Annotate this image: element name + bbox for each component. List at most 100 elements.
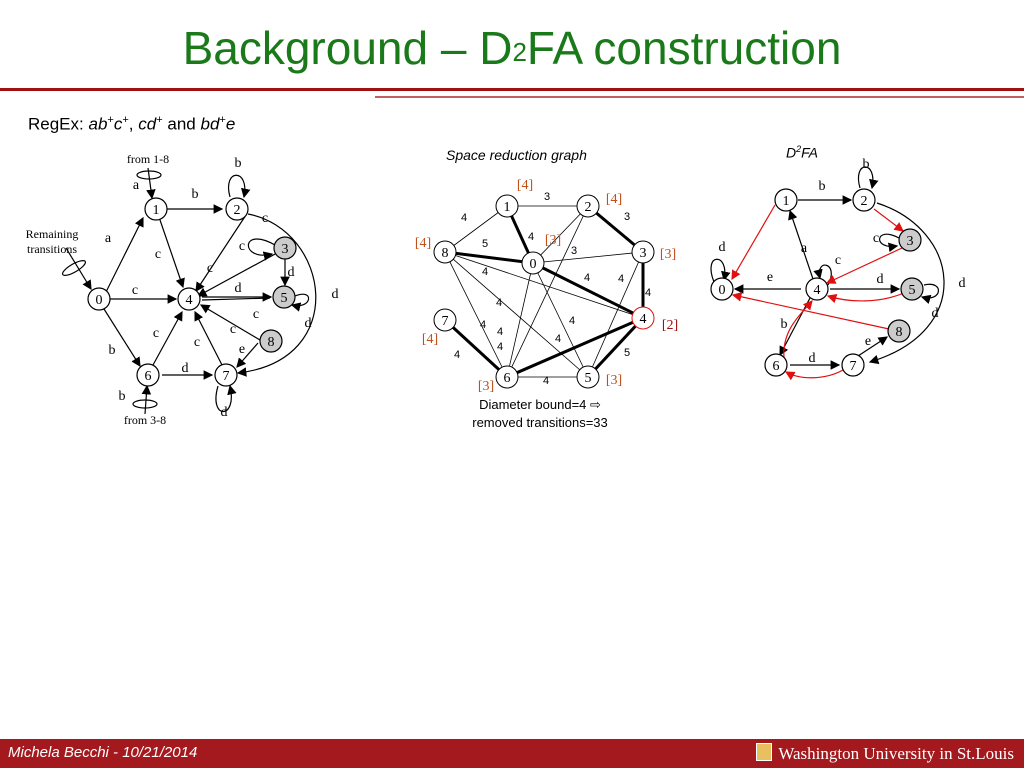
mid-node-label: 8 xyxy=(442,246,449,261)
left-node-label: 5 xyxy=(281,291,288,306)
left-edge xyxy=(194,310,223,366)
mid-node-label: 4 xyxy=(640,312,647,327)
from-3-8-label: from 3-8 xyxy=(124,413,166,427)
svg-text:5: 5 xyxy=(624,347,630,359)
svg-text:c: c xyxy=(835,253,841,268)
svg-text:d: d xyxy=(809,351,816,366)
svg-text:4: 4 xyxy=(584,272,590,284)
left-edge xyxy=(105,216,144,293)
mid-node-5 xyxy=(576,365,600,389)
svg-text:3: 3 xyxy=(624,211,630,223)
svg-text:c: c xyxy=(239,239,245,254)
left-edge xyxy=(146,167,156,200)
svg-text:c: c xyxy=(132,283,138,298)
left-node-0 xyxy=(87,287,111,311)
svg-text:d: d xyxy=(332,287,339,302)
right-node-5 xyxy=(900,277,924,301)
remaining-label-2: transitions xyxy=(27,242,77,256)
svg-text:e: e xyxy=(865,334,871,349)
svg-text:c: c xyxy=(153,326,159,341)
svg-text:4: 4 xyxy=(454,349,460,361)
svg-text:b: b xyxy=(119,389,126,404)
right-node-label: 8 xyxy=(896,325,903,340)
mid-node-2 xyxy=(576,194,600,218)
left-edge xyxy=(103,308,141,368)
svg-text:d: d xyxy=(719,240,726,255)
svg-text:c: c xyxy=(873,231,879,246)
left-node-label: 1 xyxy=(153,203,160,218)
right-node-label: 3 xyxy=(907,234,914,249)
svg-text:4: 4 xyxy=(555,333,561,345)
left-selfloop xyxy=(247,238,276,261)
svg-text:c: c xyxy=(155,247,161,262)
university-shield-icon xyxy=(756,743,773,761)
footer-author: Michela Becchi - 10/21/2014 xyxy=(8,744,198,761)
left-edge xyxy=(199,304,261,341)
svg-text:[3]: [3] xyxy=(478,379,494,394)
svg-text:b: b xyxy=(819,179,826,194)
right-node-1 xyxy=(774,188,798,212)
mid-node-label: 7 xyxy=(442,314,449,329)
left-ellipse xyxy=(136,170,162,180)
svg-text:3: 3 xyxy=(571,245,577,257)
svg-text:[4]: [4] xyxy=(415,236,431,251)
svg-text:d: d xyxy=(305,316,312,331)
mid-node-0 xyxy=(521,251,545,275)
right-node-label: 1 xyxy=(783,194,790,209)
svg-text:c: c xyxy=(194,335,200,350)
left-node-label: 7 xyxy=(223,369,230,384)
right-node-label: 5 xyxy=(909,283,916,298)
right-node-label: 7 xyxy=(850,359,857,374)
left-edge xyxy=(236,342,259,368)
thin-edges xyxy=(444,205,644,378)
mid-brackets: [4] [4] [3] [3] [4] [2] [4] [3] [3] xyxy=(415,178,678,394)
d2fa-caption: D2FA xyxy=(786,144,818,161)
left-node-6 xyxy=(136,363,160,387)
left-node-5 xyxy=(272,285,296,309)
mid-node-7 xyxy=(433,308,457,332)
left-node-8 xyxy=(259,329,283,353)
svg-text:a: a xyxy=(105,231,112,246)
svg-text:c: c xyxy=(253,307,259,322)
left-node-3 xyxy=(273,236,297,260)
left-node-7 xyxy=(214,363,238,387)
left-node-label: 6 xyxy=(145,369,152,384)
removed-note: removed transitions=33 xyxy=(472,415,608,430)
left-edge xyxy=(65,247,92,291)
svg-text:4: 4 xyxy=(618,273,624,285)
regex-line: RegEx: ab+c+, cd+ and bd+e xyxy=(28,114,236,134)
svg-text:4: 4 xyxy=(569,315,575,327)
mid-node-label: 2 xyxy=(585,200,592,215)
left-edge xyxy=(159,219,185,289)
left-node-2 xyxy=(225,197,249,221)
slide-title: Background – D2FA construction xyxy=(182,22,842,74)
footer-bar: Michela Becchi - 10/21/2014 Washington U… xyxy=(0,739,1024,768)
left-node-label: 4 xyxy=(186,293,193,308)
svg-text:4: 4 xyxy=(497,326,503,338)
svg-text:e: e xyxy=(767,270,773,285)
left-edge xyxy=(201,297,271,301)
svg-text:b: b xyxy=(192,187,199,202)
svg-text:d: d xyxy=(182,361,189,376)
right-node-7 xyxy=(841,353,865,377)
diameter-note: Diameter bound=4 ⇨ xyxy=(479,397,601,412)
d2fa-graph xyxy=(710,166,945,381)
right-node-label: 2 xyxy=(861,194,868,209)
space-reduction-graph xyxy=(433,194,655,389)
svg-text:4: 4 xyxy=(543,375,549,387)
left-node-1 xyxy=(144,197,168,221)
svg-text:c: c xyxy=(230,322,236,337)
svg-text:d: d xyxy=(877,272,884,287)
svg-text:c: c xyxy=(262,211,268,226)
right-node-label: 6 xyxy=(773,359,780,374)
space-reduction-caption: Space reduction graph xyxy=(446,147,587,163)
from-1-8-label: from 1-8 xyxy=(127,152,169,166)
svg-text:[4]: [4] xyxy=(422,332,438,347)
remaining-label-1: Remaining xyxy=(26,227,79,241)
svg-text:[3]: [3] xyxy=(660,247,676,262)
svg-text:b: b xyxy=(109,343,116,358)
mid-node-8 xyxy=(433,240,457,264)
svg-text:d: d xyxy=(932,306,939,321)
